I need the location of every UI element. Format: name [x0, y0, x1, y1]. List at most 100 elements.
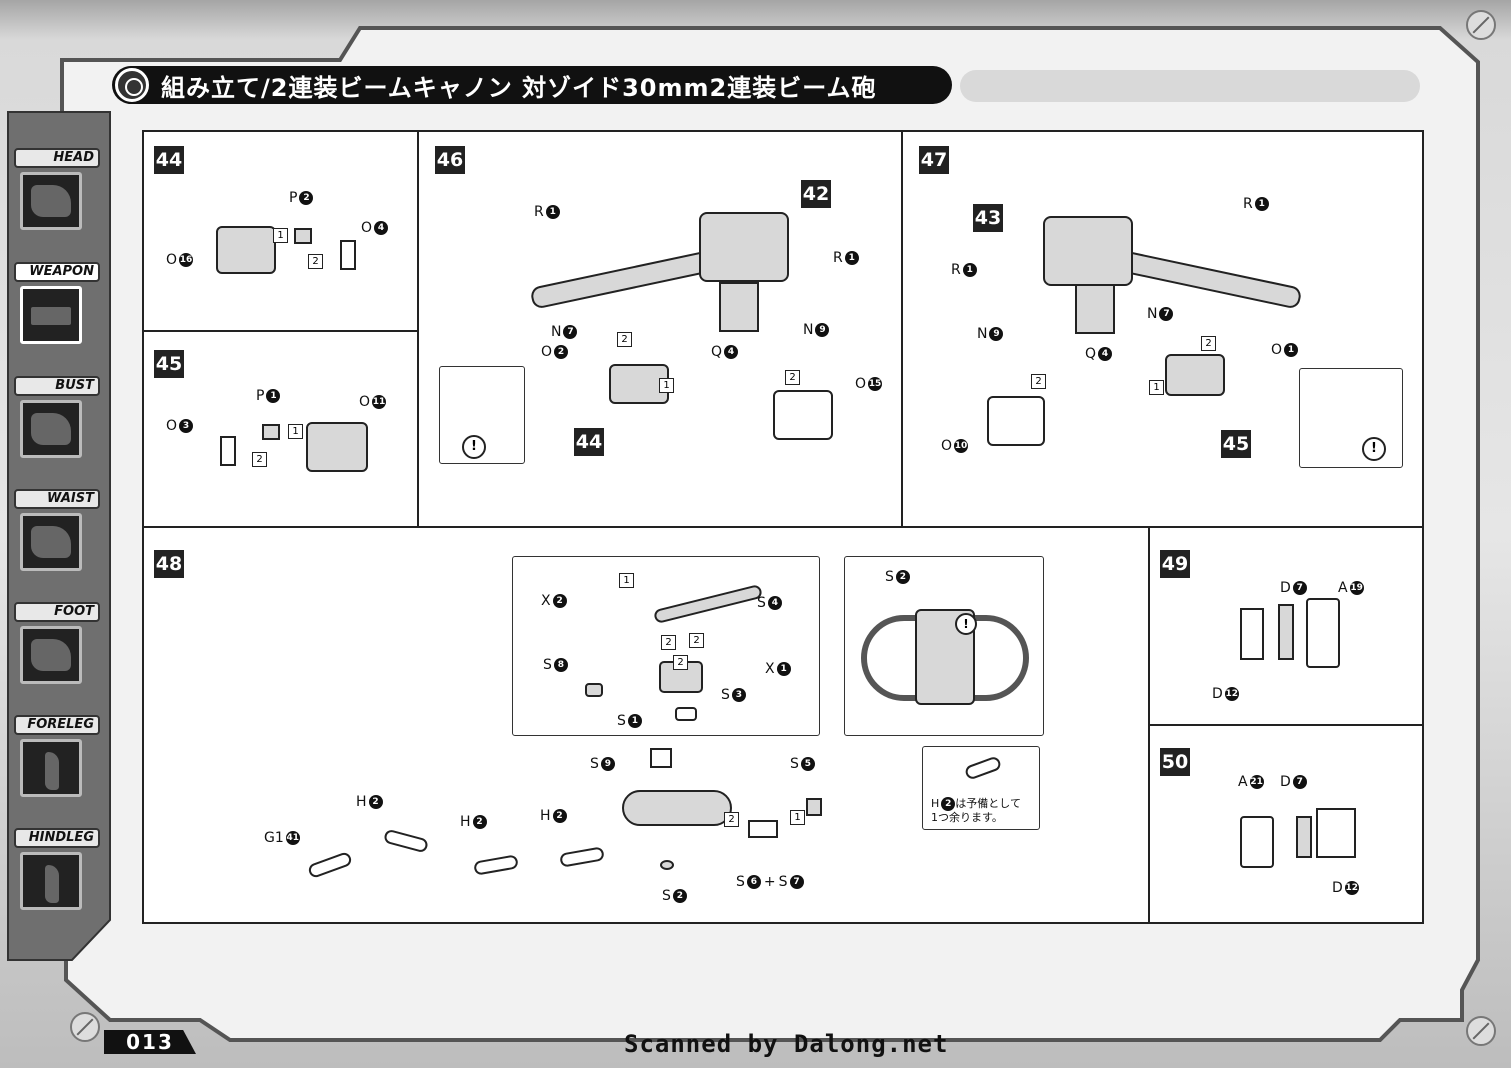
- tab-waist[interactable]: WAIST: [14, 489, 100, 579]
- gear-icon: [115, 68, 149, 102]
- sub-step: 2: [1201, 336, 1216, 351]
- page-title: 組み立て/2連装ビームキャノン 対ゾイド30mm2連装ビーム砲: [161, 73, 877, 102]
- cannon-assembly-part: [622, 790, 732, 826]
- tab-bust[interactable]: BUST: [14, 376, 100, 466]
- tab-weapon[interactable]: WEAPON: [14, 262, 100, 352]
- tab-label: HINDLEG: [14, 828, 100, 848]
- foot-icon: [20, 626, 82, 684]
- clip-part: [262, 424, 280, 440]
- tab-foot[interactable]: FOOT: [14, 602, 100, 692]
- mount-part: [1165, 354, 1225, 396]
- hose-tube-part: [473, 854, 519, 876]
- clip-part: [294, 228, 312, 244]
- detail-inset: !: [1299, 368, 1403, 468]
- grip-part: [1075, 284, 1115, 334]
- tab-hindleg[interactable]: HINDLEG: [14, 828, 100, 918]
- clip-part: [806, 798, 822, 816]
- tab-head[interactable]: HEAD: [14, 148, 100, 238]
- step-number: 46: [435, 146, 465, 174]
- side-plate-part: [987, 396, 1045, 446]
- head-icon: [20, 172, 82, 230]
- step-number: 47: [919, 146, 949, 174]
- sub-step: 1: [1149, 380, 1164, 395]
- waist-icon: [20, 513, 82, 571]
- hose-tube-part: [559, 846, 605, 868]
- fin-base-part: [1240, 608, 1264, 660]
- twin-barrel-part: [652, 583, 764, 625]
- sub-step: 2: [673, 655, 688, 670]
- tab-label: BUST: [14, 376, 100, 396]
- cannon-body-part: [1043, 216, 1133, 286]
- fin-blades-part: [1240, 816, 1274, 868]
- title-bar: 組み立て/2連装ビームキャノン 対ゾイド30mm2連装ビーム砲: [112, 66, 952, 104]
- sub-step: 2: [689, 633, 704, 648]
- sub-step: 2: [308, 254, 323, 269]
- tab-label: FOOT: [14, 602, 100, 622]
- step-number: 50: [1160, 748, 1190, 776]
- sub-step: 1: [288, 424, 303, 439]
- tab-label: WAIST: [14, 489, 100, 509]
- washer-part: [660, 860, 674, 870]
- spare-tube-part: [963, 755, 1003, 781]
- cover-part: [650, 748, 672, 768]
- bust-icon: [20, 400, 82, 458]
- detail-inset: !: [439, 366, 525, 464]
- sub-step: 1: [273, 228, 288, 243]
- sub-step: 1: [659, 378, 674, 393]
- scan-credit: Scanned by Dalong.net: [624, 1030, 949, 1058]
- bolt-icon: [1466, 10, 1496, 40]
- bolt-icon: [70, 1012, 100, 1042]
- gun-mount-part: [216, 226, 276, 274]
- sub-step: 2: [661, 635, 676, 650]
- tab-label: FORELEG: [14, 715, 100, 735]
- side-plate-part: [773, 390, 833, 440]
- cannon-body-part: [699, 212, 789, 282]
- step-number: 49: [1160, 550, 1190, 578]
- ref-step-badge: 44: [574, 428, 604, 456]
- step-number: 45: [154, 350, 184, 378]
- hindleg-icon: [20, 852, 82, 910]
- tab-foreleg[interactable]: FORELEG: [14, 715, 100, 805]
- ref-step-badge: 42: [801, 180, 831, 208]
- sub-step: 2: [252, 452, 267, 467]
- gun-mount-part: [306, 422, 368, 472]
- sub-step: 2: [617, 332, 632, 347]
- ref-step-badge: 45: [1221, 430, 1251, 458]
- sub-step: 2: [724, 812, 739, 827]
